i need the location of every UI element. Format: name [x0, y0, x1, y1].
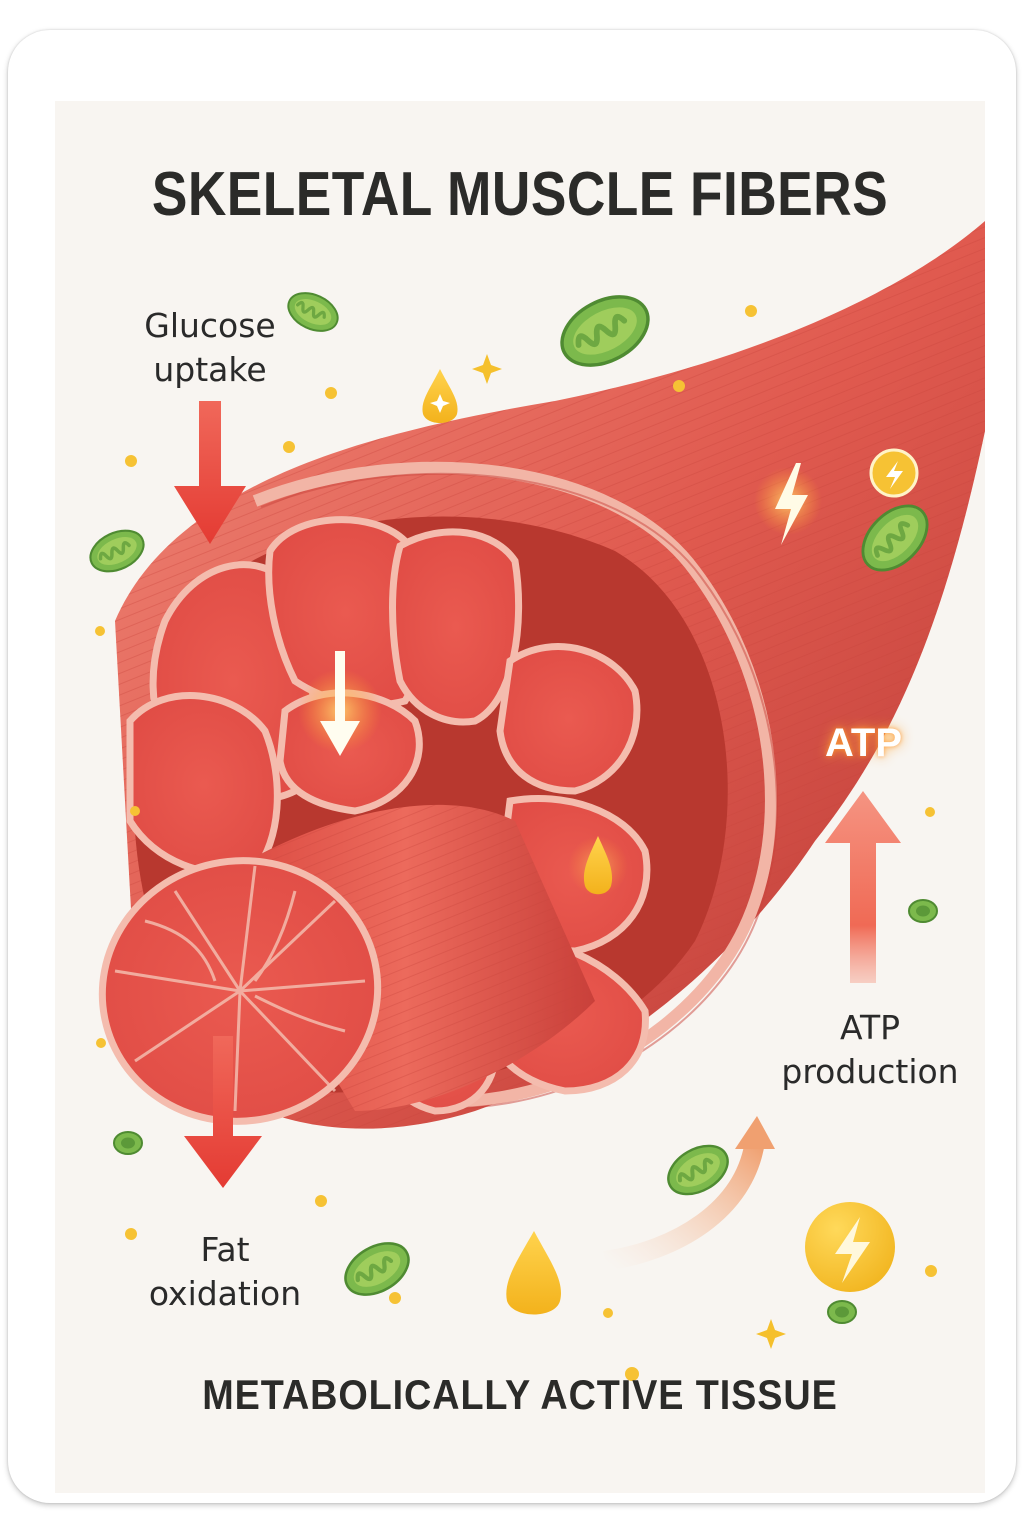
mitochondrion-icon — [337, 1233, 418, 1305]
mitochondrion-icon — [550, 283, 659, 379]
glucose-uptake-label: Glucose uptake — [115, 304, 305, 392]
atp-label-line2: production — [781, 1052, 959, 1091]
glucose-label-line2: uptake — [153, 350, 267, 389]
glucose-down-arrow-icon — [174, 401, 246, 544]
curved-arrow-icon — [603, 1139, 765, 1271]
atp-up-arrow-icon — [825, 791, 901, 983]
inner-fat-droplet-icon — [583, 836, 613, 895]
fat-label-line1: Fat — [200, 1230, 250, 1269]
fat-droplet-large-icon — [506, 1231, 561, 1315]
poster-card: SKELETAL MUSCLE FIBERS Glucose uptake AT… — [8, 30, 1016, 1503]
lightning-bolt-icon — [775, 463, 808, 545]
fat-label-line2: oxidation — [148, 1274, 302, 1313]
mitochondrion-small-icon — [908, 899, 938, 923]
fat-oxidation-label: Fat oxidation — [125, 1228, 325, 1316]
atp-highlight-label: ATP — [825, 721, 903, 765]
fat-down-arrow-icon — [184, 1036, 262, 1188]
sparkle-icon — [472, 354, 502, 384]
glucose-label-line1: Glucose — [144, 306, 276, 345]
atp-label-line1: ATP — [839, 1008, 901, 1047]
poster-subtitle: METABOLICALLY ACTIVE TISSUE — [202, 1371, 838, 1418]
mitochondrion-icon — [82, 520, 152, 582]
poster-title: SKELETAL MUSCLE FIBERS — [151, 160, 889, 229]
glowing-down-arrow-icon — [320, 651, 360, 756]
sparkle-icon — [756, 1319, 786, 1349]
energy-dots — [95, 305, 937, 1381]
mitochondrion-small-icon — [827, 1300, 857, 1324]
muscle-illustration — [82, 221, 985, 1381]
mitochondrion-small-icon — [113, 1131, 143, 1155]
atp-production-label: ATP production — [760, 1006, 980, 1094]
poster-panel: SKELETAL MUSCLE FIBERS Glucose uptake AT… — [55, 101, 985, 1493]
